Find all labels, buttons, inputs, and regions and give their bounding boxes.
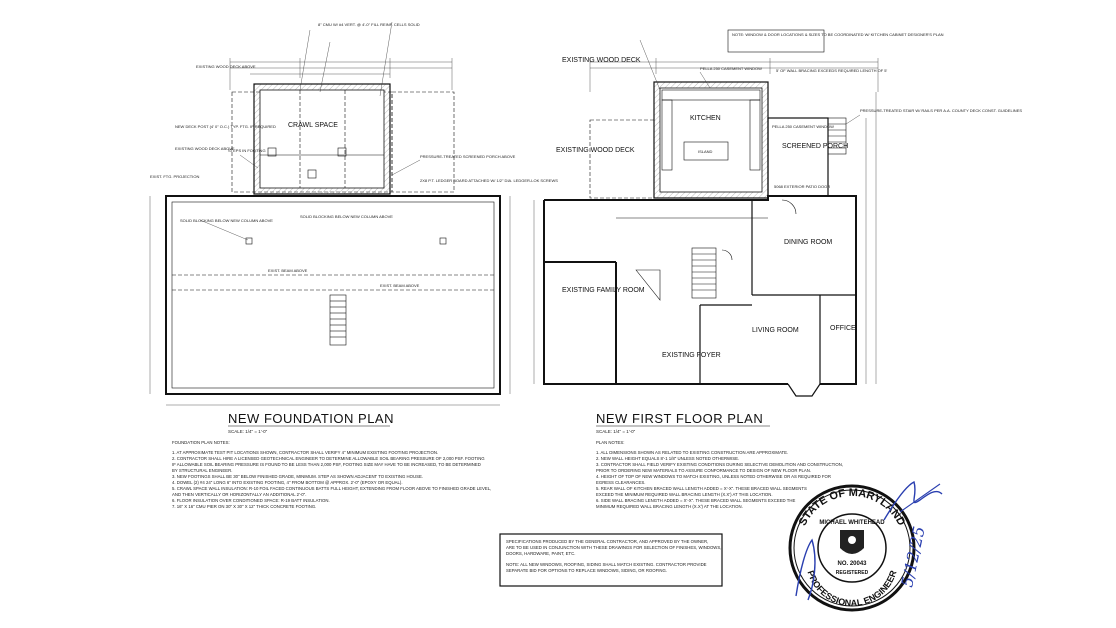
foundation-plan: CRAWL SPACE EXIST. BEAM ABOVE EXIST. BEA… — [149, 21, 558, 406]
foundation-plan-title: NEW FOUNDATION PLAN — [228, 411, 394, 426]
leader-lines — [199, 21, 421, 241]
label-ledger: 2X8 P.T. LEDGER BOARD ATTACHED W/ 1/2" D… — [420, 178, 558, 183]
beam-label-1: EXIST. BEAM ABOVE — [268, 268, 308, 273]
plan-notes-header: PLAN NOTES: — [596, 440, 624, 445]
spec-line: DOORS, HARDWARE, PAINT, ETC. — [506, 551, 575, 556]
framing-lines — [260, 90, 384, 188]
foundation-note: IF ALLOWABLE SOIL BEARING PRESSURE IS FO… — [172, 462, 481, 467]
plan-note: EXCEED THE MINIMUM REQUIRED WALL BRACING… — [596, 492, 773, 497]
basement-stairs — [329, 294, 347, 346]
seal-registered: REGISTERED — [836, 570, 869, 576]
label-pella-2: PELLA 250 CASEMENT WINDOW — [772, 124, 834, 129]
label-sliding-door: 5068 EXTERIOR PATIO DOOR — [774, 184, 830, 189]
bay-window — [787, 383, 821, 397]
door-swing-2 — [721, 249, 733, 261]
plan-note: PRIOR TO ORDERING NEW MATERIALS TO ASSUR… — [596, 468, 811, 473]
spec-line: NOTE: ALL NEW WINDOWS, ROOFING, SIDING S… — [506, 562, 707, 567]
porch-outline — [391, 91, 455, 193]
plan-note: 2. NEW WALL HEIGHT EQUALS 8'-1 1/8" UNLE… — [596, 456, 739, 461]
room-screened-porch: SCREENED PORCH — [782, 143, 848, 150]
label-pella-1: PELLA 250 CASEMENT WINDOW — [700, 66, 762, 71]
label-solid-blocking-1: SOLID BLOCKING BELOW NEW COLUMN ABOVE — [180, 218, 273, 223]
foundation-notes-header: FOUNDATION PLAN NOTES: — [172, 440, 230, 445]
spec-line: SEPARATE BID FOR OPTIONS TO REPLACE WIND… — [506, 568, 667, 573]
crawl-space-label: CRAWL SPACE — [288, 122, 338, 129]
room-office: OFFICE — [830, 325, 856, 332]
foundation-note: BY STRUCTURAL ENGINEER. — [172, 468, 232, 473]
seal-number: NO. 20043 — [837, 561, 867, 567]
top-callouts: 8" CMU W/ #4 VERT. @ 4'-0" FILL REINF. C… — [318, 22, 420, 27]
spec-line: SPECIFICATIONS PRODUCED BY THE GENERAL C… — [506, 539, 708, 544]
foundation-note: 7. 16" X 16" CMU PIER ON 30" X 30" X 12"… — [172, 504, 316, 509]
label-window-note: NOTE: WINDOW & DOOR LOCATIONS & SIZES TO… — [732, 32, 944, 37]
label-pressure-stair: PRESSURE-TREATED STAIR W/ RAILS PER A.A.… — [860, 108, 1022, 113]
seal-crest-icon — [840, 530, 864, 554]
room-kitchen: KITCHEN — [690, 115, 721, 122]
spec-line: ARE TO BE USED IN CONJUNCTION WITH THESE… — [506, 545, 721, 550]
door-swing-1 — [781, 199, 797, 215]
label-exist-ftg: EXIST. FTG. PROJECTION — [150, 174, 199, 179]
label-solid-blocking-2: SOLID BLOCKING BELOW NEW COLUMN ABOVE — [300, 214, 393, 219]
main-house-walls — [543, 195, 857, 385]
foundation-note: 1. AT APPROXIMATE TEST PIT LOCATIONS SHO… — [172, 450, 438, 455]
crawl-space-interior — [259, 89, 385, 189]
plan-note: 6. SIDE WALL BRACING LENGTH ADDED = X'-X… — [596, 498, 796, 503]
seal-name: MICHAEL WHITEHEAD — [819, 520, 885, 526]
label-existing-deck-above: EXISTING WOOD DECK ABOVE — [175, 146, 235, 151]
engineer-seal: STATE OF MARYLAND PROFESSIONAL ENGINEER … — [788, 484, 916, 612]
window-note-box — [727, 29, 825, 53]
room-dining: DINING ROOM — [784, 239, 832, 246]
foundation-note: 5. CRAWL SPACE WALL INSULATION: R-10 FOI… — [172, 486, 491, 491]
label-wall-bracing: 5' OF WALL BRACING EXCEEDS REQUIRED LENG… — [776, 68, 887, 73]
beam-label-2: EXIST. BEAM ABOVE — [380, 283, 420, 288]
first-floor-plan-scale: SCALE: 1/4" = 1'-0" — [596, 429, 636, 434]
foundation-note: AND THEN VERTICALLY OR HORIZONTALLY AN A… — [172, 492, 306, 497]
room-existing-wood-deck: EXISTING WOOD DECK — [556, 147, 635, 154]
first-floor-plan-title: NEW FIRST FLOOR PLAN — [596, 411, 763, 426]
label-existing-deck-left: EXISTING WOOD DECK ABOVE — [196, 64, 256, 69]
porch-stair — [827, 117, 847, 155]
label-new-deck-post: NEW DECK POST (4' 0" O.C.) TYP. FTG. IF … — [175, 124, 276, 129]
first-floor-plan: KITCHEN ISLAND SCREENED PORCH EXISTING W… — [533, 29, 1022, 397]
foundation-note: 2. CONTRACTOR SHALL HIRE A LICENSED GEOT… — [172, 456, 485, 461]
room-living: LIVING ROOM — [752, 327, 799, 334]
dimension-lines-top — [229, 58, 453, 90]
room-existing-wood-deck-top: EXISTING WOOD DECK — [562, 57, 641, 64]
existing-deck-right — [589, 119, 655, 199]
plan-note: 5. REAR WALL OF KITCHEN BRACED WALL LENG… — [596, 486, 807, 491]
leader-lines-right — [639, 39, 861, 125]
foundation-notes: 1. AT APPROXIMATE TEST PIT LOCATIONS SHO… — [172, 450, 491, 509]
plan-note: EGRESS CLEARANCES. — [596, 480, 645, 485]
pier-2 — [439, 237, 447, 245]
specifications-box: SPECIFICATIONS PRODUCED BY THE GENERAL C… — [499, 533, 723, 587]
label-pressure-porch: PRESSURE-TREATED SCREENED PORCH ABOVE — [420, 154, 516, 159]
plan-note: 4. HEIGHT OF TOP OF NEW WINDOWS TO MATCH… — [596, 474, 831, 479]
plan-note: 3. CONTRACTOR SHALL FIELD VERIFY EXISTIN… — [596, 462, 843, 467]
foundation-plan-scale: SCALE: 1/4" = 1'-0" — [228, 429, 268, 434]
pier-1 — [245, 237, 253, 245]
label-steps: STEPS IN FOOTING — [228, 148, 266, 153]
foundation-note: 3. NEW FOOTINGS SHALL BE 30" BELOW FINIS… — [172, 474, 423, 479]
kitchen-island — [683, 141, 729, 161]
plan-note: MINIMUM REQUIRED WALL BRACING LENGTH (X.… — [596, 504, 743, 509]
foundation-note: 6. FLOOR INSULATION OVER CONDITIONED SPA… — [172, 498, 330, 503]
kitchen-cabinets — [661, 89, 761, 171]
interior-stair — [635, 247, 717, 301]
room-existing-foyer: EXISTING FOYER — [662, 352, 721, 359]
existing-house-foundation — [165, 195, 501, 395]
room-existing-family: EXISTING FAMILY ROOM — [562, 287, 645, 294]
label-island: ISLAND — [698, 149, 713, 154]
kitchen-interior — [659, 87, 763, 193]
plan-notes: 1. ALL DIMENSIONS SHOWN AS RELATED TO EX… — [596, 450, 843, 509]
plan-note: 1. ALL DIMENSIONS SHOWN AS RELATED TO EX… — [596, 450, 788, 455]
foundation-note: 4. DOWEL (2) #4 24" LONG 6" INTO EXISTIN… — [172, 480, 403, 485]
